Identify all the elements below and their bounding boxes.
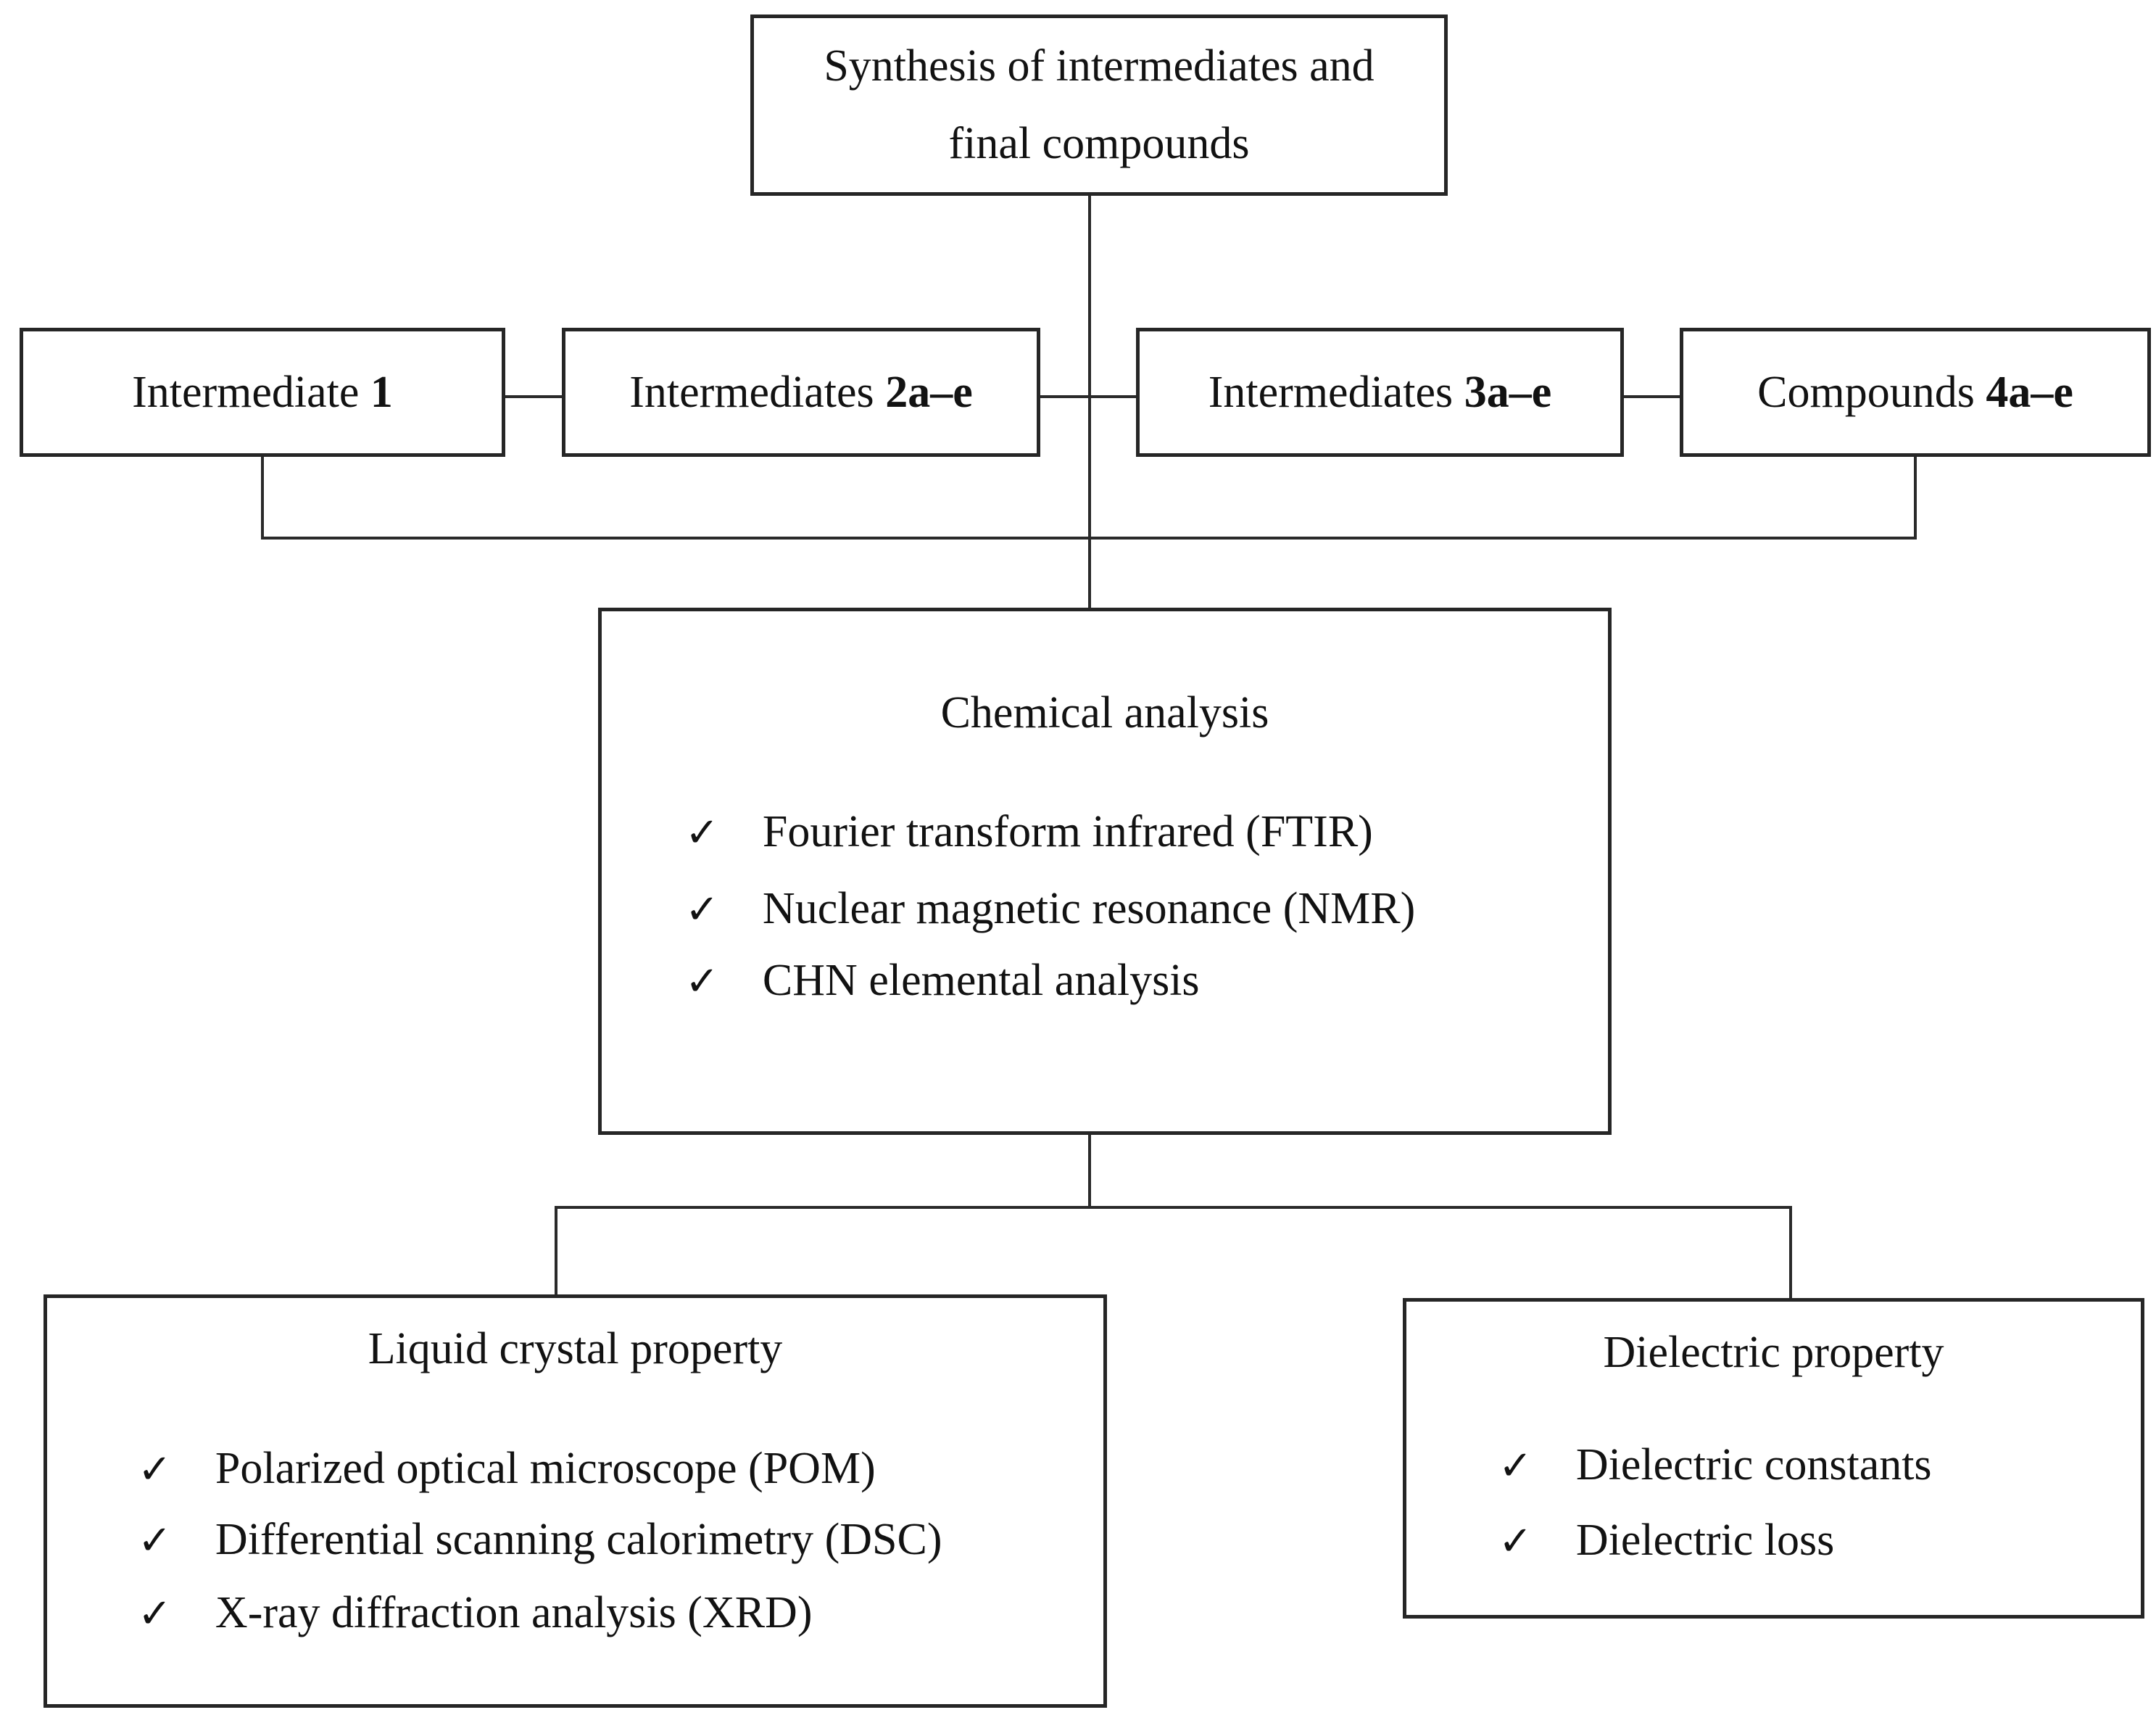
label-bold: 2a–e bbox=[885, 367, 973, 417]
checklist-item-dielectric-loss: ✓ Dielectric loss bbox=[1498, 1511, 1834, 1571]
box-intermediates-2a-e-label: Intermediates 2a–e bbox=[629, 367, 972, 418]
checkmark-icon: ✓ bbox=[138, 1517, 172, 1564]
connector-dielectric-down bbox=[1789, 1206, 1792, 1299]
label-bold: 3a–e bbox=[1464, 367, 1552, 417]
dielectric-title: Dielectric property bbox=[1603, 1328, 1944, 1377]
checkmark-icon: ✓ bbox=[685, 809, 719, 856]
label-text: Intermediates bbox=[629, 367, 886, 417]
checklist-item-label: Nuclear magnetic resonance (NMR) bbox=[762, 884, 1416, 933]
box-intermediates-3a-e-label: Intermediates 3a–e bbox=[1208, 367, 1551, 418]
box-synthesis: Synthesis of intermediates and final com… bbox=[750, 15, 1448, 196]
checklist-item-label: Dielectric loss bbox=[1575, 1516, 1835, 1565]
checklist-item-ftir: ✓ Fourier transform infrared (FTIR) bbox=[685, 802, 1373, 863]
checklist-item-xrd: ✓ X-ray diffraction analysis (XRD) bbox=[138, 1583, 812, 1644]
connector-liquid-crystal-down bbox=[555, 1206, 557, 1296]
connector-row-bus bbox=[261, 537, 1917, 540]
checklist-item-dsc: ✓ Differential scanning calorimetry (DSC… bbox=[138, 1510, 942, 1571]
label-text: Compounds bbox=[1757, 367, 1986, 417]
connector-box3-box4 bbox=[1622, 395, 1681, 398]
checklist-item-pom: ✓ Polarized optical microscope (POM) bbox=[138, 1439, 876, 1500]
checkmark-icon: ✓ bbox=[1498, 1442, 1533, 1489]
connector-top-to-chemical bbox=[1088, 194, 1091, 609]
label-text: Intermediates bbox=[1208, 367, 1464, 417]
box-compounds-4a-e-label: Compounds 4a–e bbox=[1757, 367, 2073, 418]
label-bold: 1 bbox=[370, 367, 393, 417]
checklist-item-label: CHN elemental analysis bbox=[762, 956, 1200, 1005]
checkmark-icon: ✓ bbox=[138, 1590, 172, 1637]
box-intermediates-2a-e: Intermediates 2a–e bbox=[562, 328, 1040, 457]
connector-box1-box2 bbox=[505, 395, 563, 398]
checkmark-icon: ✓ bbox=[685, 886, 719, 933]
connector-split-bus bbox=[555, 1206, 1792, 1209]
box-liquid-crystal-property: Liquid crystal property ✓ Polarized opti… bbox=[43, 1294, 1107, 1708]
box-intermediate-1: Intermediate 1 bbox=[20, 328, 505, 457]
connector-chemical-down bbox=[1088, 1133, 1091, 1209]
connector-box1-down bbox=[261, 455, 264, 540]
checkmark-icon: ✓ bbox=[1498, 1518, 1533, 1565]
box-synthesis-label: Synthesis of intermediates and final com… bbox=[824, 41, 1375, 168]
checkmark-icon: ✓ bbox=[138, 1446, 172, 1493]
checklist-item-label: Dielectric constants bbox=[1575, 1440, 1932, 1489]
box-compounds-4a-e: Compounds 4a–e bbox=[1680, 328, 2151, 457]
checklist-item-label: Differential scanning calorimetry (DSC) bbox=[215, 1515, 942, 1564]
checklist-item-dielectric-constants: ✓ Dielectric constants bbox=[1498, 1435, 1932, 1496]
box-dielectric-property: Dielectric property ✓ Dielectric constan… bbox=[1403, 1298, 2144, 1619]
box-chemical-analysis: Chemical analysis ✓ Fourier transform in… bbox=[598, 608, 1612, 1135]
checkmark-icon: ✓ bbox=[685, 958, 719, 1005]
checklist-item-chn: ✓ CHN elemental analysis bbox=[685, 951, 1200, 1012]
box-intermediate-1-label: Intermediate 1 bbox=[132, 367, 393, 418]
connector-box2-box3 bbox=[1039, 395, 1137, 398]
label-bold: 4a–e bbox=[1986, 367, 2073, 417]
box-intermediates-3a-e: Intermediates 3a–e bbox=[1136, 328, 1624, 457]
chemical-analysis-title: Chemical analysis bbox=[940, 688, 1269, 737]
label-text: Intermediate bbox=[132, 367, 370, 417]
liquid-crystal-title: Liquid crystal property bbox=[368, 1324, 783, 1373]
connector-box4-down bbox=[1914, 455, 1917, 540]
checklist-item-label: Fourier transform infrared (FTIR) bbox=[762, 807, 1373, 856]
checklist-item-label: Polarized optical microscope (POM) bbox=[215, 1444, 876, 1493]
checklist-item-label: X-ray diffraction analysis (XRD) bbox=[215, 1588, 813, 1637]
checklist-item-nmr: ✓ Nuclear magnetic resonance (NMR) bbox=[685, 879, 1415, 940]
